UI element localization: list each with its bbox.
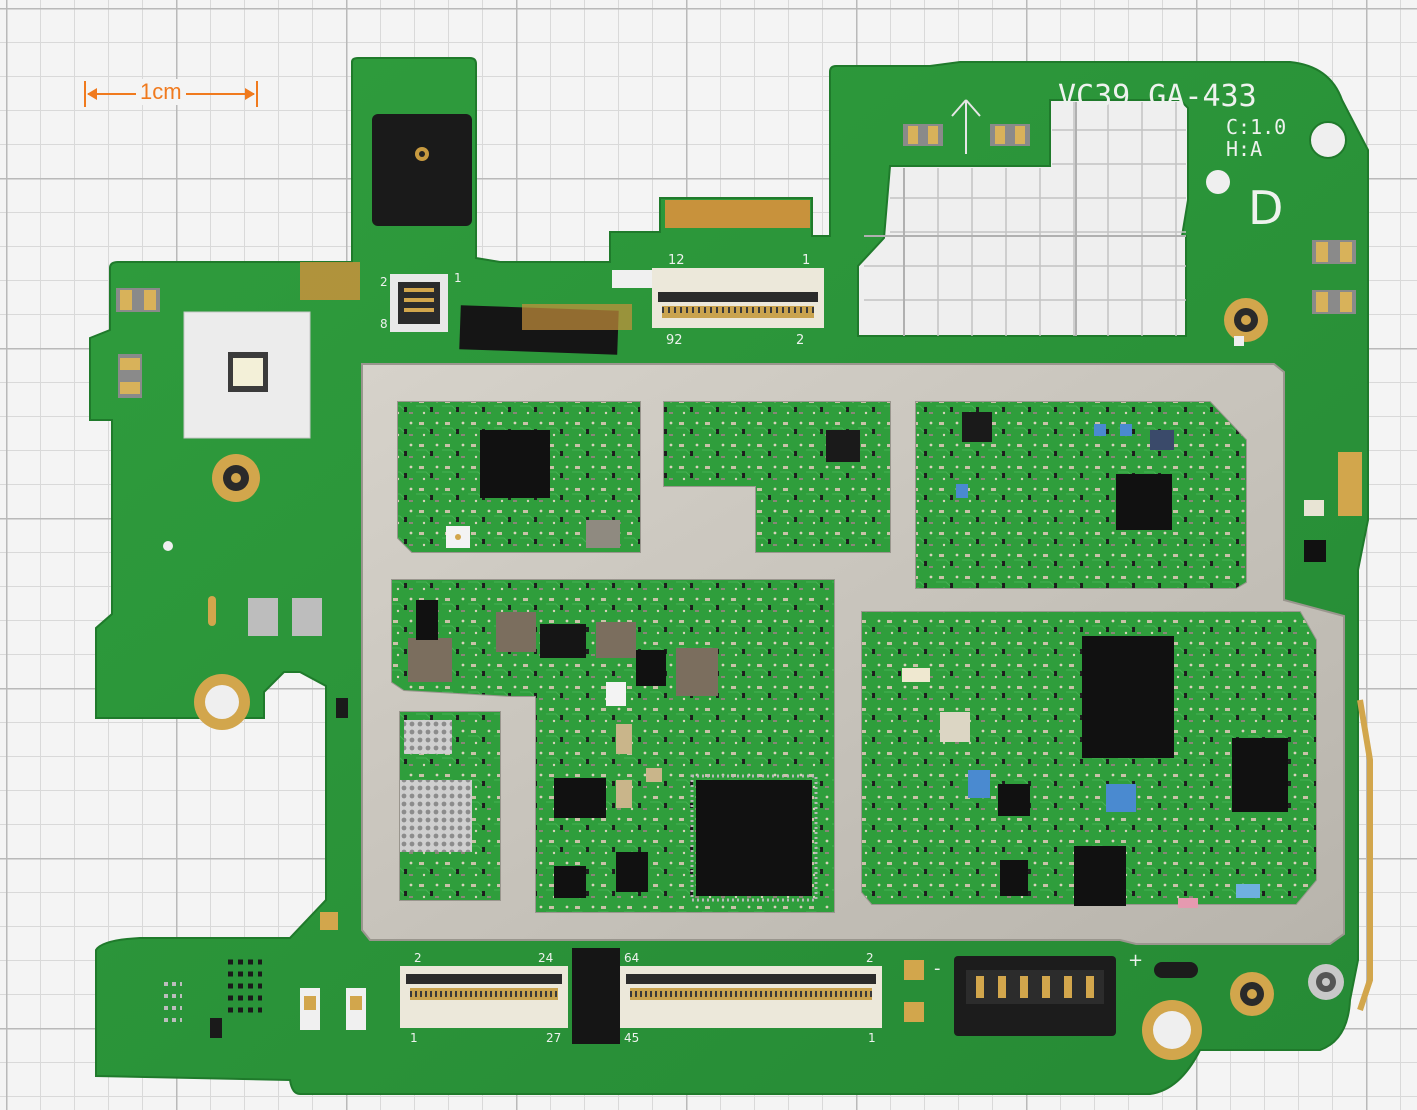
cutout-grid-major	[864, 102, 1186, 336]
svg-text:64: 64	[624, 951, 639, 965]
svg-text:+: +	[1128, 950, 1143, 971]
mounting-holes	[163, 121, 1347, 1060]
black-tape-bottom	[572, 948, 620, 1044]
microphone	[372, 114, 472, 226]
bottom-left-pads	[164, 912, 1198, 1038]
misc-components	[1234, 336, 1326, 562]
ic-chips	[400, 412, 1288, 908]
bottom-fpc-connector-right: 64 2 45 1	[620, 951, 882, 1045]
right-gold-strip	[1338, 452, 1362, 516]
svg-text:1: 1	[802, 253, 810, 268]
bottom-fpc-connector-left: 2 24 1 27	[400, 951, 568, 1045]
scale-bar-label: 1cm	[136, 79, 186, 105]
right-edge-gold	[1357, 699, 1373, 1011]
battery-connector: - +	[934, 950, 1143, 1036]
small-fpc-connector: 2 1 8	[380, 271, 462, 332]
svg-text:12: 12	[668, 253, 685, 268]
svg-text:2: 2	[414, 951, 422, 965]
board-rev-c: C:1.0	[1226, 115, 1286, 139]
svg-text:1: 1	[868, 1031, 876, 1045]
board-rev-h: H:A	[1226, 137, 1262, 161]
svg-text:1: 1	[410, 1031, 418, 1045]
svg-text:2: 2	[866, 951, 874, 965]
svg-text:27: 27	[546, 1031, 561, 1045]
svg-text:1: 1	[454, 271, 462, 285]
rf-connectors	[212, 298, 1344, 1016]
svg-text:92: 92	[666, 333, 683, 348]
svg-text:2: 2	[380, 275, 388, 289]
scale-bar: 1cm	[84, 78, 258, 110]
left-gold-strip	[300, 262, 360, 300]
svg-text:8: 8	[380, 317, 388, 331]
svg-text:2: 2	[796, 333, 804, 348]
svg-text:45: 45	[624, 1031, 639, 1045]
board-side-letter: D	[1248, 181, 1283, 235]
cutout-grid	[864, 102, 1186, 336]
board-model-text: VC39 GA-433	[1058, 79, 1257, 114]
top-gold-strip	[665, 200, 810, 228]
small-pads-row	[522, 304, 632, 330]
arrow-mark	[951, 99, 981, 154]
svg-text:-: -	[934, 958, 941, 979]
top-fpc-connector: 12 1 92 2	[612, 253, 824, 348]
left-test-pads	[208, 596, 348, 718]
top-smd-pads	[116, 124, 1356, 398]
svg-text:24: 24	[538, 951, 553, 965]
